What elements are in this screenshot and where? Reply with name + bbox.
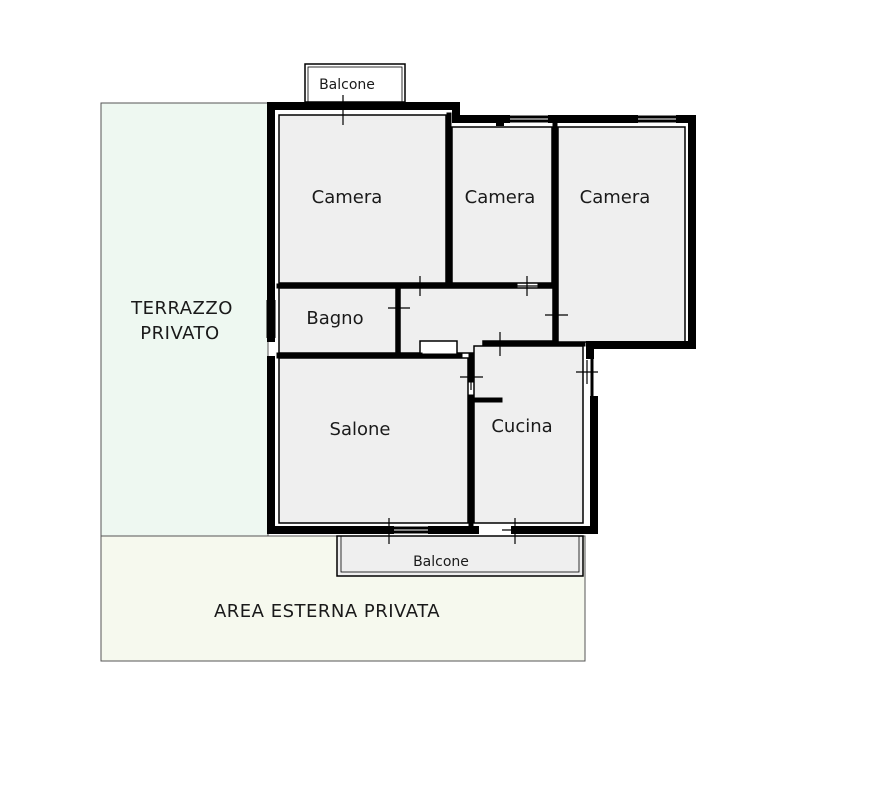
area-esterna-label: AREA ESTERNA PRIVATA xyxy=(214,601,440,622)
camera-2-label: Camera xyxy=(465,187,536,208)
exterior-wall xyxy=(267,102,696,534)
salone-label: Salone xyxy=(330,419,391,440)
camera-3-floor xyxy=(557,126,686,343)
terrazzo-label-line2: PRIVATO xyxy=(140,323,219,344)
salone-floor xyxy=(278,357,469,524)
balcone-top-label: Balcone xyxy=(319,77,375,93)
door-markers xyxy=(330,95,598,544)
balcone-top xyxy=(304,63,406,103)
camera-1-label: Camera xyxy=(312,187,383,208)
bagno-label: Bagno xyxy=(306,308,363,329)
camera-1-floor xyxy=(278,114,447,284)
balcone-bottom-label: Balcone xyxy=(413,554,469,570)
cucina-label: Cucina xyxy=(491,416,552,437)
bagno-floor xyxy=(278,287,397,354)
camera-3-label: Camera xyxy=(580,187,651,208)
camera-2-floor xyxy=(451,126,553,284)
cucina-floor xyxy=(473,345,584,524)
terrazzo-privato xyxy=(100,102,269,537)
terrazzo-label-line1: TERRAZZO xyxy=(130,298,233,319)
